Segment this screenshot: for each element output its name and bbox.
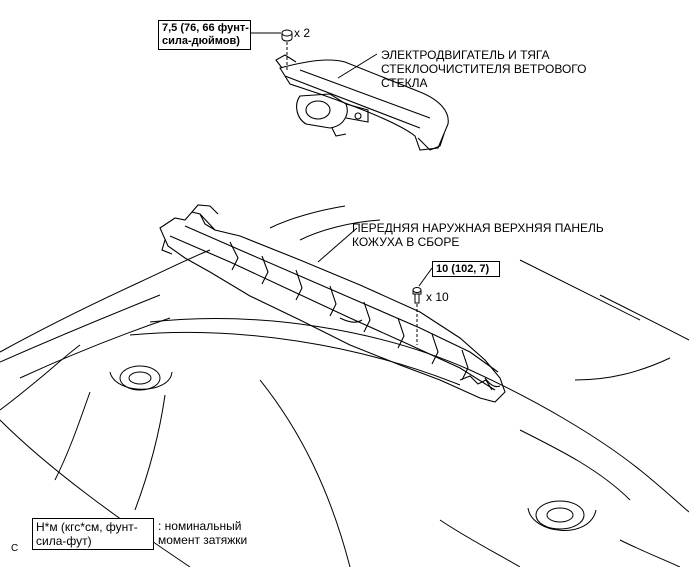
bolt-torque-spec-box: 10 (102, 7) [432,261,500,277]
nut-torque-spec-line1: 7,5 (76, 66 фунт- [162,22,249,34]
wiper-motor-label-line2: СТЕКЛООЧИСТИТЕЛЯ ВЕТРОВОГО [381,62,587,76]
nut-torque-spec-box: 7,5 (76, 66 фунт- сила-дюймов) [158,20,251,50]
wiper-motor-label-line1: ЭЛЕКТРОДВИГАТЕЛЬ И ТЯГА [381,48,550,62]
wiper-nut [281,29,293,70]
cowl-panel-label-line2: КОЖУХА В СБОРЕ [352,235,460,249]
torque-unit-legend-box: Н*м (кгс*см, фунт- сила-фут) [32,518,154,550]
wiper-motor-linkage [275,54,449,151]
cowl-panel-label: ПЕРЕДНЯЯ НАРУЖНАЯ ВЕРХНЯЯ ПАНЕЛЬ КОЖУХА … [352,221,604,249]
vehicle-body-outline [0,205,689,567]
wiper-motor-label: ЭЛЕКТРОДВИГАТЕЛЬ И ТЯГА СТЕКЛООЧИСТИТЕЛЯ… [381,48,586,90]
legend-description-line1: : номинальный [158,519,242,533]
nut-torque-spec-line2: сила-дюймов) [162,35,240,47]
cowl-top-panel [159,204,506,403]
wiper-motor-label-line3: СТЕКЛА [381,76,428,90]
bolt-quantity: x 10 [426,290,449,304]
corner-mark: C [11,543,19,554]
cowl-bolt [412,287,422,345]
legend-description: : номинальный момент затяжки [158,519,247,547]
leader-lines [251,32,433,287]
cowl-panel-label-line1: ПЕРЕДНЯЯ НАРУЖНАЯ ВЕРХНЯЯ ПАНЕЛЬ [352,221,604,235]
legend-description-line2: момент затяжки [158,533,248,547]
nut-quantity: x 2 [294,26,311,40]
legend-unit-line1: Н*м (кгс*см, фунт- [36,520,138,534]
legend-unit-line2: сила-фут) [36,534,92,548]
